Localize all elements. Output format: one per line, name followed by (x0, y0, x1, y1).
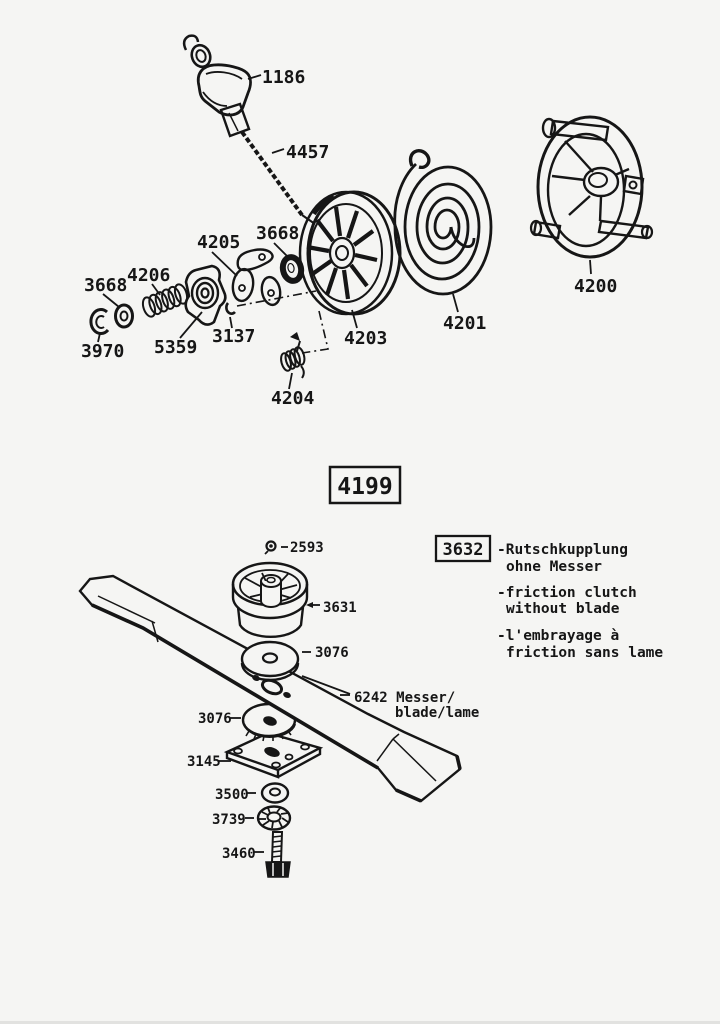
rope-pulley-drawing (298, 190, 402, 316)
note-de-line1: -Rutschkupplung (497, 542, 628, 558)
note-fr-line2: friction sans lame (506, 645, 663, 661)
label-clip-3137: 3137 (212, 326, 255, 347)
washer-3668-right-drawing (279, 254, 305, 284)
pawl-cam-5359-drawing (184, 264, 227, 326)
variant-note-text: -Rutschkupplung ohne Messer -friction cl… (497, 542, 663, 661)
rewind-spring-drawing (393, 149, 493, 296)
label-rope-pulley: 4203 (344, 328, 387, 349)
bolt-drawing (265, 831, 291, 878)
e-ring-3970-drawing (89, 308, 110, 335)
note-de-line2: ohne Messer (506, 559, 602, 575)
label-spring-4204: 4204 (271, 388, 315, 409)
assembly-number-box: 4199 (328, 465, 402, 505)
label-spring-4206: 4206 (127, 265, 170, 286)
label-starter-housing: 4200 (574, 276, 617, 297)
variant-number-box: 3632 (434, 534, 492, 563)
label-washer-above-blade: 3076 (315, 645, 349, 661)
variant-number: 3632 (443, 540, 484, 560)
clutch-plate-drawing (223, 731, 324, 779)
label-washer-below-blade: 3076 (198, 711, 232, 727)
leader-lines-bottom (218, 602, 351, 853)
clutch-bell-drawing (231, 561, 309, 639)
label-clutch-plate: 3145 (187, 754, 221, 770)
washer-3500-drawing (260, 782, 290, 804)
key-symbol-icon (264, 540, 277, 555)
label-key: 2593 (290, 540, 324, 556)
label-starter-rope: 4457 (286, 142, 329, 163)
starter-handle-drawing (182, 34, 252, 138)
label-rewind-spring: 4201 (443, 313, 486, 334)
label-bolt: 3460 (222, 846, 256, 862)
label-washer-3500: 3500 (215, 787, 249, 803)
note-en-line1: -friction clutch (497, 585, 637, 601)
spring-4204-drawing (280, 332, 306, 379)
label-pawl-set: 4205 (197, 232, 240, 253)
note-en-line2: without blade (506, 601, 620, 617)
washer-3668-left-drawing (114, 303, 134, 329)
label-pawl-cam: 5359 (154, 337, 197, 358)
label-lock-washer: 3739 (212, 812, 246, 828)
starter-housing-drawing (529, 115, 654, 259)
label-blade-line1: 6242 Messer/ (354, 690, 455, 706)
lock-washer-drawing (256, 805, 292, 831)
label-starter-handle: 1186 (262, 67, 305, 88)
label-washer-top-right: 3668 (256, 223, 299, 244)
label-clutch-bell: 3631 (323, 600, 357, 616)
blade-drawing (78, 574, 462, 803)
label-blade-line2: blade/lame (395, 705, 479, 721)
assembly-axis-lines (236, 290, 329, 354)
clip-3137-drawing (225, 302, 236, 315)
spring-4206-drawing (141, 283, 189, 318)
label-e-ring: 3970 (81, 341, 124, 362)
leader-lines-top (97, 74, 592, 390)
note-fr-line1: -l'embrayage à (497, 628, 619, 644)
assembly-number: 4199 (337, 474, 392, 500)
label-washer-left: 3668 (84, 275, 127, 296)
washer-above-blade-drawing (240, 640, 300, 682)
pawl-set-4205-drawing (231, 248, 282, 307)
